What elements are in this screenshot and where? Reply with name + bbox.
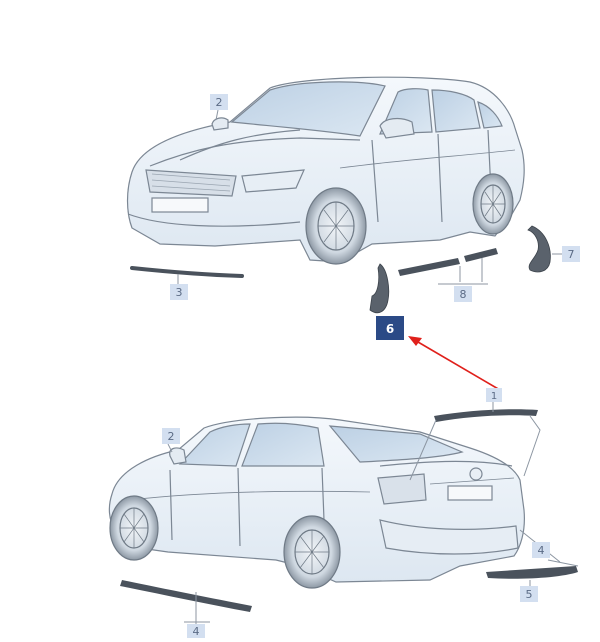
highlight-arrow [408, 336, 501, 391]
svg-text:6: 6 [386, 322, 394, 336]
rear-license-plate [447, 485, 493, 501]
callout-trunk-spoiler[interactable]: 1 [486, 388, 502, 402]
front-car-wheels [305, 173, 514, 265]
rear-bumper-trim [486, 566, 578, 579]
front-license-plate [151, 197, 209, 213]
svg-text:8: 8 [460, 288, 467, 301]
rear-parts [120, 392, 579, 624]
rear-mirror [169, 447, 187, 465]
sill-trim-rear [464, 248, 498, 262]
callout-rear-bumper-trim-lower[interactable]: 5 [520, 586, 538, 602]
rear-badge [469, 467, 483, 481]
svg-text:2: 2 [216, 96, 223, 109]
rear-mudflap [527, 225, 551, 273]
front-mirror [379, 117, 415, 139]
callout-front-mirror[interactable]: 2 [210, 94, 228, 110]
rear-side-window-1 [178, 423, 251, 467]
svg-text:2: 2 [168, 430, 175, 443]
rear-windshield [328, 425, 464, 463]
rear-sill-trim [120, 580, 252, 612]
callout-rear-mudflap[interactable]: 7 [562, 246, 580, 262]
svg-text:4: 4 [193, 625, 200, 638]
front-side-window-3 [477, 101, 503, 129]
front-headlight [241, 169, 305, 193]
callout-sill-trim[interactable]: 8 [454, 286, 472, 302]
svg-text:1: 1 [491, 391, 497, 402]
front-car [126, 76, 525, 263]
rear-side-window-2 [241, 422, 325, 467]
callout-rear-sill-trim[interactable]: 4 [187, 624, 205, 638]
svg-text:4: 4 [538, 544, 545, 557]
svg-text:5: 5 [526, 588, 533, 601]
front-windshield [230, 81, 386, 137]
callout-rear-bumper-trim-upper[interactable]: 4 [532, 542, 550, 558]
front-side-window-2 [431, 89, 481, 133]
svg-text:7: 7 [568, 248, 575, 261]
front-far-mirror [211, 117, 229, 131]
callout-rear-mirror[interactable]: 2 [162, 428, 180, 444]
callout-front-mudflap[interactable]: 6 [376, 316, 404, 340]
sill-trim-front [398, 258, 460, 276]
callout-front-bumper-strip[interactable]: 3 [170, 284, 188, 300]
rear-car-wheels [109, 495, 341, 589]
rear-taillight [377, 473, 427, 505]
trunk-spoiler [434, 409, 538, 422]
front-bumper-strip [130, 266, 244, 278]
front-mudflap [369, 263, 390, 314]
svg-text:3: 3 [176, 286, 183, 299]
rear-car [108, 416, 525, 583]
